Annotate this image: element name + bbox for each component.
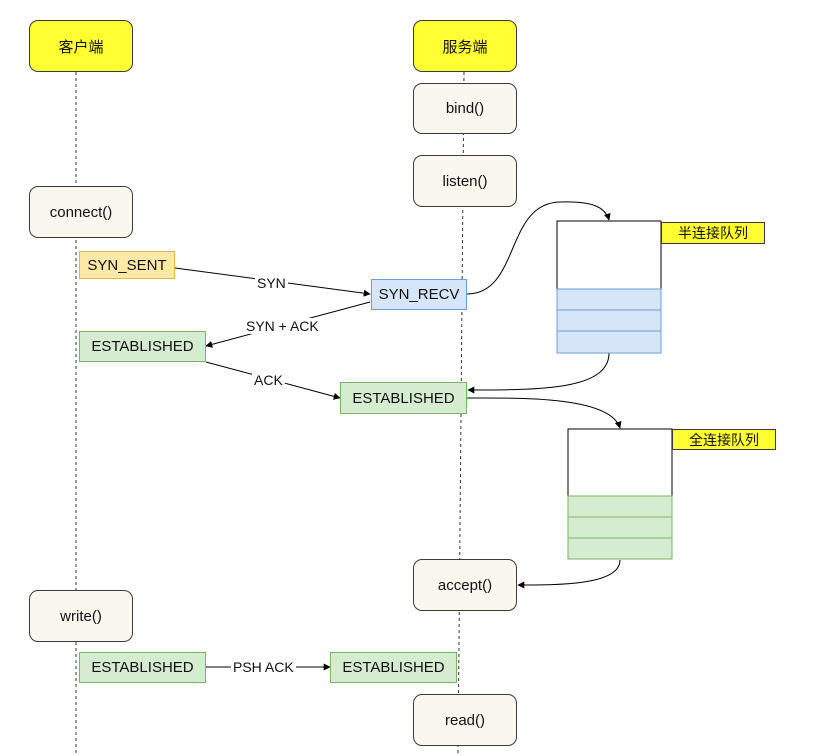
server-established-state: ESTABLISHED bbox=[340, 382, 467, 414]
half-queue-slot bbox=[556, 330, 662, 354]
established-to-full-queue-arrow bbox=[466, 397, 622, 429]
syn-ack-label: SYN + ACK bbox=[244, 318, 321, 334]
connect-call: connect() bbox=[29, 186, 133, 238]
server-established-state-2: ESTABLISHED bbox=[330, 652, 457, 683]
half-queue-slots bbox=[556, 288, 662, 354]
half-queue-label: 半连接队列 bbox=[661, 222, 765, 244]
bind-call: bind() bbox=[413, 83, 517, 134]
syn-recv-to-half-queue-arrow bbox=[466, 201, 611, 295]
server-lane-header: 服务端 bbox=[413, 20, 517, 72]
full-queue-label: 全连接队列 bbox=[672, 429, 776, 450]
full-queue-slot bbox=[567, 516, 673, 539]
full-queue-to-accept-arrow bbox=[517, 559, 621, 589]
syn-recv-state: SYN_RECV bbox=[371, 279, 467, 310]
full-queue-slots bbox=[567, 495, 673, 560]
syn-sent-state: SYN_SENT bbox=[79, 251, 175, 279]
client-established-state: ESTABLISHED bbox=[79, 331, 206, 362]
full-queue-slot bbox=[567, 537, 673, 560]
listen-call: listen() bbox=[413, 155, 517, 207]
ack-label: ACK bbox=[252, 372, 285, 388]
half-queue-slot bbox=[556, 288, 662, 311]
accept-call: accept() bbox=[413, 559, 517, 611]
write-call: write() bbox=[29, 590, 133, 642]
psh-ack-label: PSH ACK bbox=[231, 659, 296, 675]
client-established-state-2: ESTABLISHED bbox=[79, 652, 206, 683]
half-queue-slot bbox=[556, 309, 662, 332]
read-call: read() bbox=[413, 694, 517, 746]
full-queue-slot bbox=[567, 495, 673, 518]
syn-label: SYN bbox=[255, 275, 288, 291]
client-lane-header: 客户端 bbox=[29, 20, 133, 72]
half-queue-to-established-arrow bbox=[467, 352, 610, 394]
